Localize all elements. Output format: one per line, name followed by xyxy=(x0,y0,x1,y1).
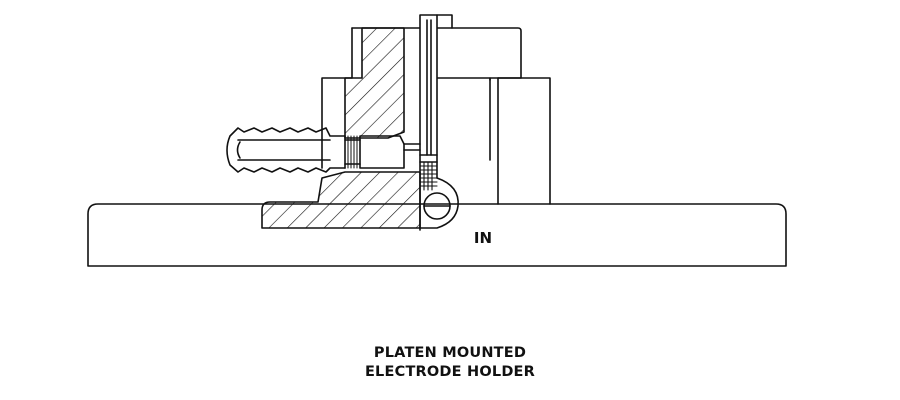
caption-line-1: PLATEN MOUNTED xyxy=(373,345,527,361)
electrode-tip-cap xyxy=(419,177,459,229)
support-block xyxy=(489,77,551,205)
hose-barb-fitting xyxy=(226,127,405,173)
electrode-rod xyxy=(403,14,453,231)
caption-line-2: ELECTRODE HOLDER xyxy=(364,364,536,380)
upper-hatched-block xyxy=(344,27,405,139)
lower-hatched-plate xyxy=(261,171,421,229)
port-label-in: IN xyxy=(474,229,492,247)
platen xyxy=(87,203,787,267)
